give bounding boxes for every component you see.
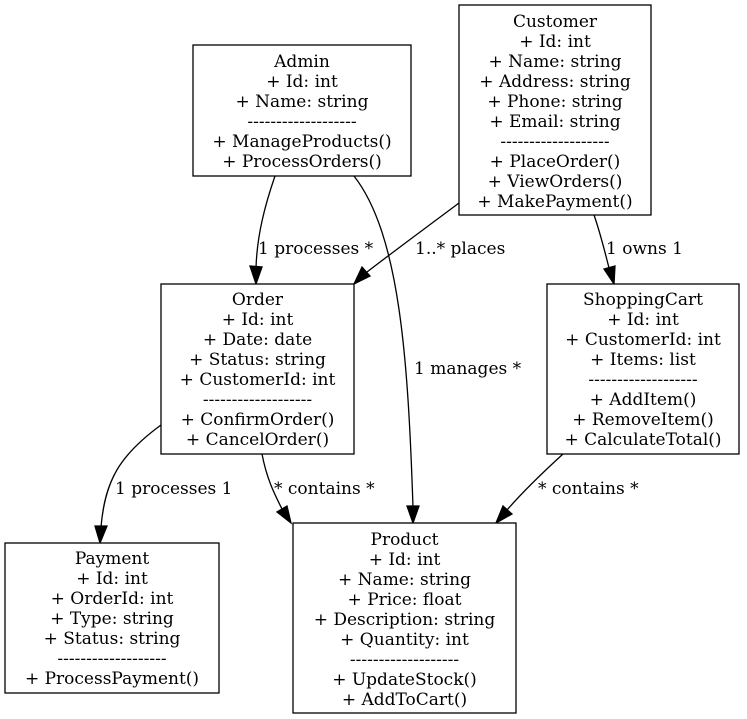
edge-line-admin-product [353, 175, 414, 508]
class-member-customer: + Phone: string [487, 92, 622, 112]
class-name-admin: Admin [273, 52, 330, 72]
class-member-product: + Id: int [369, 550, 441, 570]
class-member-order: + Date: date [203, 330, 312, 350]
class-member-product: + Name: string [338, 570, 471, 590]
class-member-customer: + PlaceOrder() [490, 152, 621, 172]
class-member-shoppingcart: + CustomerId: int [565, 330, 721, 350]
arrowhead-admin-order [249, 265, 263, 287]
class-box-order: Order+ Id: int+ Date: date+ Status: stri… [160, 283, 355, 455]
class-member-admin: + Name: string [236, 92, 369, 112]
nodes-layer: Admin+ Id: int+ Name: string------------… [4, 4, 740, 714]
class-member-product: + Description: string [314, 610, 496, 630]
class-box-border-payment [4, 542, 220, 694]
edge-line-customer-shoppingcart [593, 214, 610, 269]
edge-label-admin-order: 1 processes * [258, 239, 374, 259]
class-member-customer: + Email: string [489, 112, 620, 132]
class-member-shoppingcart: + Items: list [590, 350, 696, 370]
class-member-customer: + Name: string [489, 52, 622, 72]
class-member-customer: + ViewOrders() [488, 172, 623, 192]
class-member-order: + CustomerId: int [180, 370, 336, 390]
class-name-order: Order [232, 290, 284, 310]
edge-admin-order [249, 175, 276, 287]
class-member-order: + Status: string [189, 350, 326, 370]
class-member-product: + Quantity: int [340, 630, 469, 650]
class-member-payment: + OrderId: int [51, 589, 174, 609]
class-box-customer: Customer+ Id: int+ Name: string+ Address… [458, 4, 652, 216]
class-member-payment: + Status: string [44, 629, 181, 649]
edge-label-customer-shoppingcart: 1 owns 1 [606, 239, 683, 259]
class-member-product: + AddToCart() [342, 690, 467, 710]
edge-label-shoppingcart-product: * contains * [538, 479, 639, 499]
class-member-admin: + Id: int [266, 72, 338, 92]
class-name-product: Product [371, 530, 439, 550]
class-member-shoppingcart: + AddItem() [590, 390, 697, 410]
class-separator-customer: ------------------- [500, 132, 609, 152]
class-member-customer: + MakePayment() [477, 192, 632, 212]
class-box-border-order [160, 283, 355, 455]
class-box-border-customer [458, 4, 652, 216]
class-name-payment: Payment [75, 549, 150, 569]
class-member-order: + CancelOrder() [186, 430, 329, 450]
class-separator-payment: ------------------- [57, 649, 166, 669]
arrowhead-order-payment [94, 525, 108, 545]
arrowhead-order-product [275, 504, 293, 525]
edge-label-admin-product: 1 manages * [414, 359, 522, 379]
class-member-shoppingcart: + CalculateTotal() [564, 430, 721, 450]
class-box-border-shoppingcart [546, 283, 740, 455]
edge-labels-layer: 1 processes * 1 manages * 1..* places 1 own… [115, 239, 683, 499]
edge-label-customer-order: 1..* places [415, 239, 505, 259]
class-member-customer: + Address: string [479, 72, 631, 92]
arrowhead-shoppingcart-product [494, 504, 514, 525]
edge-line-shoppingcart-product [506, 453, 564, 511]
class-separator-product: ------------------- [350, 650, 459, 670]
class-member-payment: + Id: int [76, 569, 148, 589]
edge-customer-shoppingcart [593, 214, 616, 286]
class-member-customer: + Id: int [519, 32, 591, 52]
class-member-shoppingcart: + RemoveItem() [572, 410, 714, 430]
edge-line-order-product [261, 453, 283, 510]
edge-label-order-payment: 1 processes 1 [115, 479, 233, 499]
class-member-payment: + ProcessPayment() [25, 669, 199, 689]
arrowhead-customer-order [352, 265, 372, 286]
edge-label-order-product: * contains * [274, 479, 375, 499]
edges-layer [94, 175, 616, 545]
class-member-admin: + ProcessOrders() [222, 152, 382, 172]
class-box-border-product [292, 522, 517, 714]
arrowhead-customer-shoppingcart [602, 265, 616, 286]
class-member-order: + Id: int [222, 310, 294, 330]
edge-order-product [261, 453, 293, 525]
class-box-payment: Payment+ Id: int+ OrderId: int+ Type: st… [4, 542, 220, 694]
class-member-order: + ConfirmOrder() [181, 410, 335, 430]
class-separator-order: ------------------- [203, 390, 312, 410]
edge-order-payment [94, 424, 162, 545]
class-member-product: + UpdateStock() [332, 670, 477, 690]
edge-admin-product [353, 175, 420, 525]
edge-customer-order [352, 202, 460, 286]
class-member-shoppingcart: + Id: int [607, 310, 679, 330]
edge-line-order-payment [100, 424, 162, 528]
class-box-border-admin [192, 44, 412, 177]
edge-line-customer-order [366, 202, 460, 273]
class-box-admin: Admin+ Id: int+ Name: string------------… [192, 44, 412, 177]
class-member-admin: + ManageProducts() [212, 132, 391, 152]
class-member-product: + Price: float [348, 590, 462, 610]
class-separator-admin: ------------------- [247, 112, 356, 132]
edge-shoppingcart-product [494, 453, 564, 525]
class-separator-shoppingcart: ------------------- [588, 370, 697, 390]
edge-line-admin-order [255, 175, 276, 269]
class-box-product: Product+ Id: int+ Name: string+ Price: f… [292, 522, 517, 714]
class-name-shoppingcart: ShoppingCart [583, 290, 703, 310]
class-box-shoppingcart: ShoppingCart+ Id: int+ CustomerId: int+ … [546, 283, 740, 455]
class-name-customer: Customer [513, 12, 598, 32]
arrowhead-admin-product [406, 505, 420, 525]
class-member-payment: + Type: string [50, 609, 174, 629]
